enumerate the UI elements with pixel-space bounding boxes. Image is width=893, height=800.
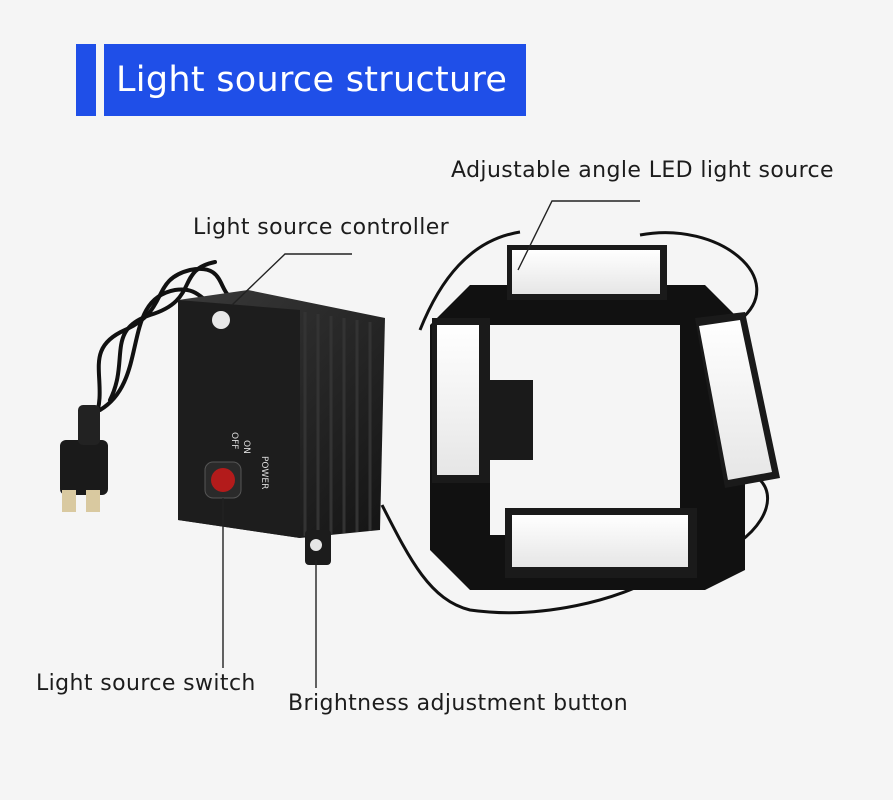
brightness-knob-icon (305, 530, 331, 565)
leader-controller (231, 253, 352, 306)
led-panel-top (507, 245, 667, 300)
title-accent-bar (76, 44, 96, 116)
light-source-controller: ON OFF POWER (178, 290, 385, 565)
indicator-led-icon (212, 311, 230, 329)
leader-led (517, 200, 640, 271)
power-switch-icon (204, 461, 242, 499)
label-switch: Light source switch (36, 671, 256, 696)
light-cable (380, 230, 770, 615)
on-marking: ON (241, 440, 251, 454)
label-brightness-button: Brightness adjustment button (288, 691, 629, 716)
label-controller: Light source controller (193, 215, 450, 240)
led-panel-right (695, 312, 780, 488)
leader-lines (222, 200, 640, 688)
led-panel-bottom (505, 508, 697, 578)
power-marking: POWER (259, 456, 269, 489)
title-banner: Light source structure (104, 44, 526, 116)
led-panel-left (432, 318, 490, 483)
power-plug-icon (60, 405, 108, 512)
label-led-light-source: Adjustable angle LED light source (451, 158, 834, 183)
page-title: Light source structure (116, 60, 508, 100)
off-marking: OFF (229, 432, 239, 449)
